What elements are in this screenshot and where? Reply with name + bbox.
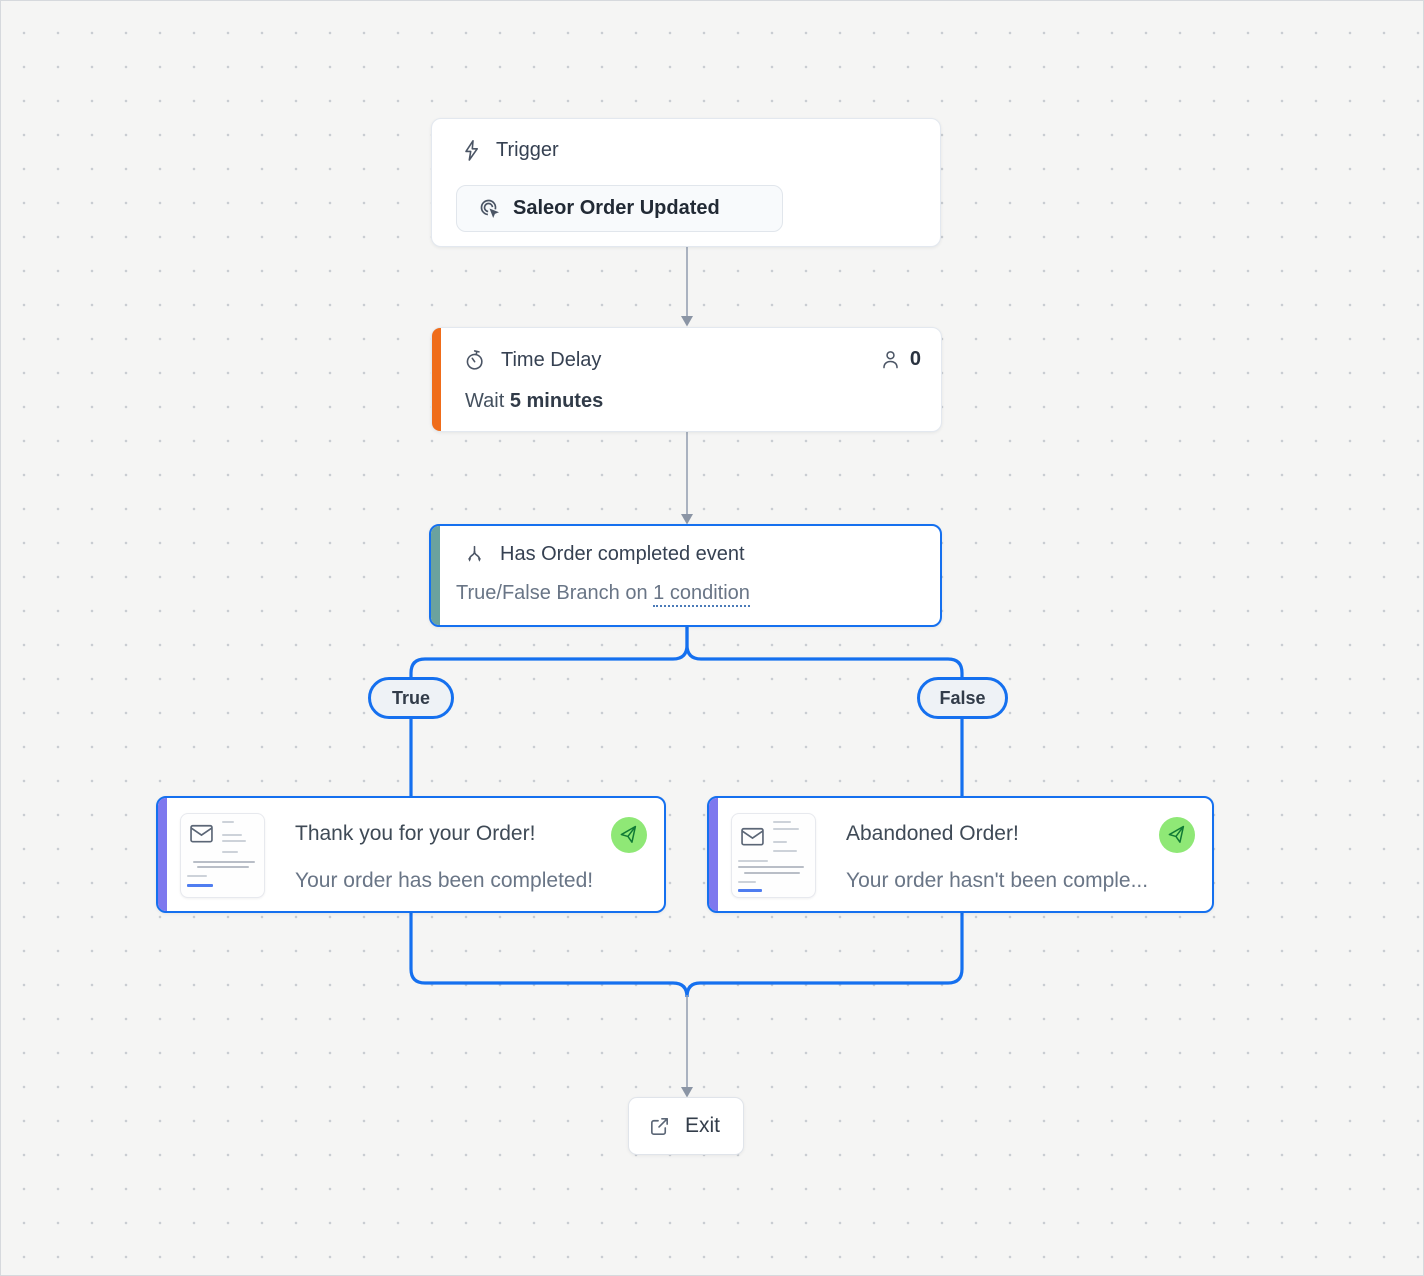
paper-plane-icon: [619, 825, 639, 845]
time-delay-node[interactable]: Time Delay 0 Wait 5 minutes: [431, 327, 942, 432]
envelope-icon: [739, 826, 766, 848]
contacts-count: 0: [879, 348, 921, 371]
exit-label: Exit: [685, 1114, 721, 1137]
email-subtitle: Your order hasn't been comple...: [846, 869, 1149, 892]
branch-true-label: True: [391, 687, 430, 708]
branch-false-label: False: [939, 687, 986, 708]
email-node-false[interactable]: Abandoned Order! Your order hasn't been …: [707, 796, 1214, 913]
email-preview-thumbnail: [180, 813, 265, 898]
delay-title: Time Delay: [501, 348, 602, 371]
branch-false-pill[interactable]: False: [917, 677, 1008, 719]
sent-status-badge: [1159, 817, 1195, 853]
condition-title: Has Order completed event: [500, 543, 745, 565]
contacts-count-value: 0: [909, 348, 921, 370]
condition-subtitle: True/False Branch on 1 condition: [456, 582, 750, 607]
paper-plane-icon: [1167, 825, 1187, 845]
lightning-bolt-icon: [461, 139, 482, 162]
trigger-title: Trigger: [496, 139, 559, 161]
condition-node[interactable]: Has Order completed event True/False Bra…: [429, 524, 942, 627]
trigger-event-button[interactable]: Saleor Order Updated: [456, 185, 783, 232]
email-title: Thank you for your Order!: [295, 822, 536, 845]
email-subtitle: Your order has been completed!: [295, 869, 594, 892]
email-title: Abandoned Order!: [846, 822, 1019, 845]
external-link-icon: [648, 1115, 671, 1138]
condition-accent-bar: [431, 526, 440, 625]
stopwatch-icon: [463, 348, 487, 372]
delay-accent-bar: [432, 328, 441, 431]
person-icon: [879, 348, 902, 371]
email-preview-thumbnail: [731, 813, 816, 898]
trigger-event-label: Saleor Order Updated: [513, 197, 720, 219]
email-node-true[interactable]: Thank you for your Order! Your order has…: [156, 796, 666, 913]
branch-split-icon: [463, 544, 486, 566]
exit-node[interactable]: Exit: [628, 1097, 744, 1155]
email-accent-bar: [709, 798, 718, 911]
delay-description: Wait 5 minutes: [465, 390, 604, 412]
envelope-icon: [188, 823, 215, 845]
branch-true-pill[interactable]: True: [368, 677, 454, 719]
condition-count-link[interactable]: 1 condition: [653, 582, 750, 607]
email-accent-bar: [158, 798, 167, 911]
trigger-node[interactable]: Trigger Saleor Order Updated: [431, 118, 941, 247]
click-icon: [478, 197, 502, 221]
sent-status-badge: [611, 817, 647, 853]
